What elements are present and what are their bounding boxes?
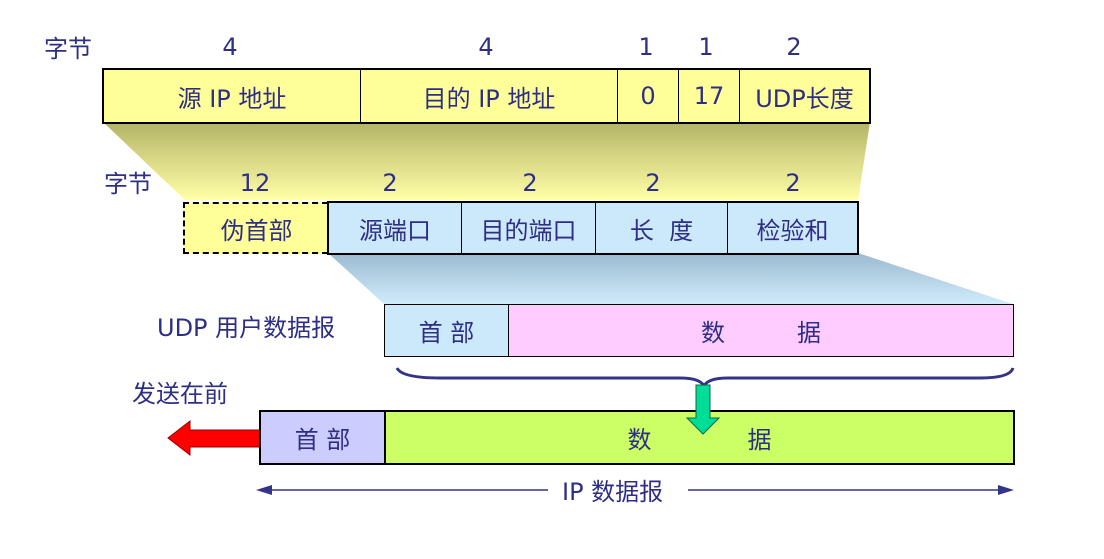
pseudo-size-src-ip: 4 xyxy=(222,33,238,61)
udp-size-src-port: 2 xyxy=(382,169,398,197)
udp-datagram-row: 首 部 数 据 xyxy=(384,304,1014,357)
field-destination-port: 目的端口 xyxy=(462,203,596,253)
pseudo-size-udp-length: 2 xyxy=(786,33,802,61)
bytes-label-udp: 字节 xyxy=(104,170,152,198)
bytes-label-pseudo: 字节 xyxy=(44,35,92,63)
field-udp-length: UDP长度 xyxy=(755,84,854,113)
field-source-port: 源端口 xyxy=(329,203,462,253)
field-source-ip: 源 IP 地址 xyxy=(104,70,361,122)
field-pseudo-header: 伪首部 xyxy=(183,202,328,254)
udp-size-dst-port: 2 xyxy=(522,169,538,197)
ip-datagram-span-label: IP 数据报 xyxy=(556,480,670,504)
send-first-label: 发送在前 xyxy=(132,380,228,408)
udp-datagram-data: 数 据 xyxy=(509,305,1013,356)
field-destination-ip: 目的 IP 地址 xyxy=(361,70,618,122)
pseudo-size-protocol: 1 xyxy=(698,33,714,61)
ip-span-left-arrowhead-icon xyxy=(256,485,272,495)
field-checksum: 检验和 xyxy=(756,216,829,245)
field-protocol: 17 xyxy=(679,70,740,122)
send-first-left-arrow-icon xyxy=(167,419,263,457)
ip-datagram-header: 首 部 xyxy=(261,412,386,463)
pseudo-size-dst-ip: 4 xyxy=(478,33,494,61)
udp-size-length: 2 xyxy=(645,169,661,197)
ip-datagram-row: 首 部 数 据 xyxy=(259,410,1015,465)
udp-datagram-label: UDP 用户数据报 xyxy=(157,314,336,342)
udp-size-checksum: 2 xyxy=(785,169,801,197)
pseudo-size-zero: 1 xyxy=(638,33,654,61)
field-length: 长 度 xyxy=(596,203,728,253)
ip-datagram-data: 数 据 xyxy=(386,412,1013,463)
udp-header-row: 源端口 目的端口 长 度 检验和 xyxy=(327,201,859,255)
pseudo-header-expansion-funnel xyxy=(103,122,870,200)
udp-header-expansion-funnel xyxy=(328,253,1013,304)
udp-datagram-header: 首 部 xyxy=(385,305,509,356)
ip-span-right-arrowhead-icon xyxy=(998,485,1014,495)
udp-size-pseudo: 12 xyxy=(239,169,271,197)
udp-datagram-brace xyxy=(395,367,1015,390)
field-zero: 0 xyxy=(618,70,679,122)
pseudo-header-row: 源 IP 地址 目的 IP 地址 0 17 UDP长度 xyxy=(102,68,871,124)
